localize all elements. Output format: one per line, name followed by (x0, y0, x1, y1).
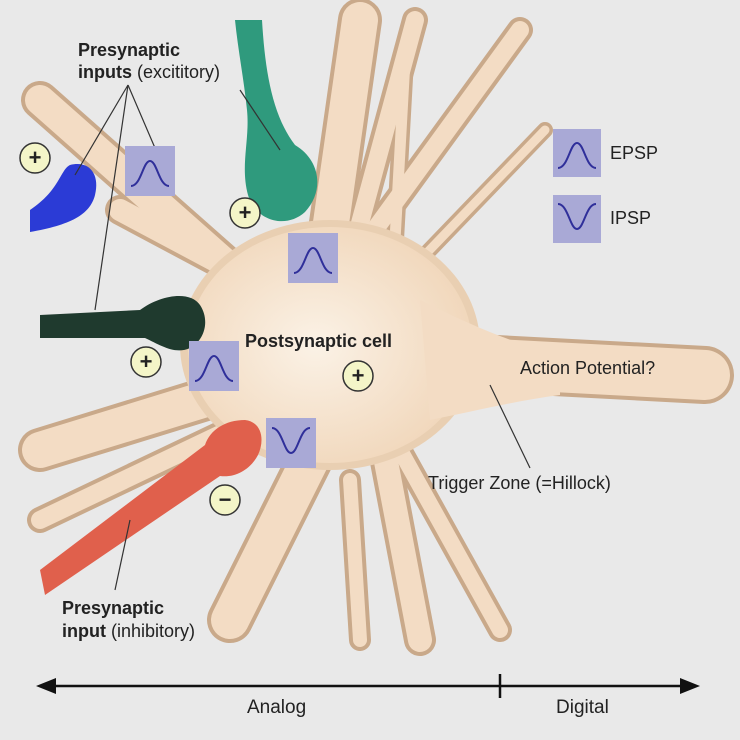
label-presynaptic-excitatory-line2: inputs (excititory) (78, 62, 220, 83)
terminal-green (235, 20, 318, 222)
legend-ipsp-label: IPSP (610, 208, 652, 228)
psp-box-ipsp (266, 418, 316, 468)
label-presynaptic-inhibitory: Presynaptic (62, 598, 165, 618)
label-action-potential: Action Potential? (520, 358, 656, 378)
label-presynaptic-excitatory: Presynaptic (78, 40, 181, 60)
plus-sign: + (352, 363, 365, 388)
terminal-blue (30, 164, 97, 232)
legend-epsp-label: EPSP (610, 143, 659, 163)
plus-sign: + (239, 200, 252, 225)
minus-sign: − (219, 487, 232, 512)
axis-label-analog: Analog (247, 697, 307, 718)
label-input: input (62, 621, 106, 641)
leader-lines (74, 84, 531, 591)
sign-circles (19, 142, 374, 516)
label-excitatory: (excititory) (137, 62, 221, 82)
legend-epsp-icon (553, 129, 601, 177)
label-inputs: inputs (78, 62, 132, 82)
label-inhibitory: (inhibitory) (111, 621, 196, 641)
axis-label-digital: Digital (556, 697, 609, 718)
legend-ipsp-icon (553, 195, 601, 243)
label-presynaptic-inhibitory-line2: input (inhibitory) (62, 621, 195, 642)
terminal-red (40, 420, 262, 595)
terminal-dark (40, 295, 206, 351)
plus-sign: + (140, 349, 153, 374)
cell-processes (18, 0, 734, 656)
analog-digital-axis (36, 674, 700, 698)
psp-box-epsp (189, 341, 239, 391)
psp-box-epsp (125, 146, 175, 196)
label-postsynaptic-cell: Postsynaptic cell (245, 331, 393, 351)
psp-box-epsp (288, 233, 338, 283)
plus-sign: + (29, 145, 42, 170)
soma (180, 220, 560, 470)
label-trigger-zone: Trigger Zone (=Hillock) (428, 473, 611, 493)
sign-glyphs: + + + + − (29, 145, 365, 512)
